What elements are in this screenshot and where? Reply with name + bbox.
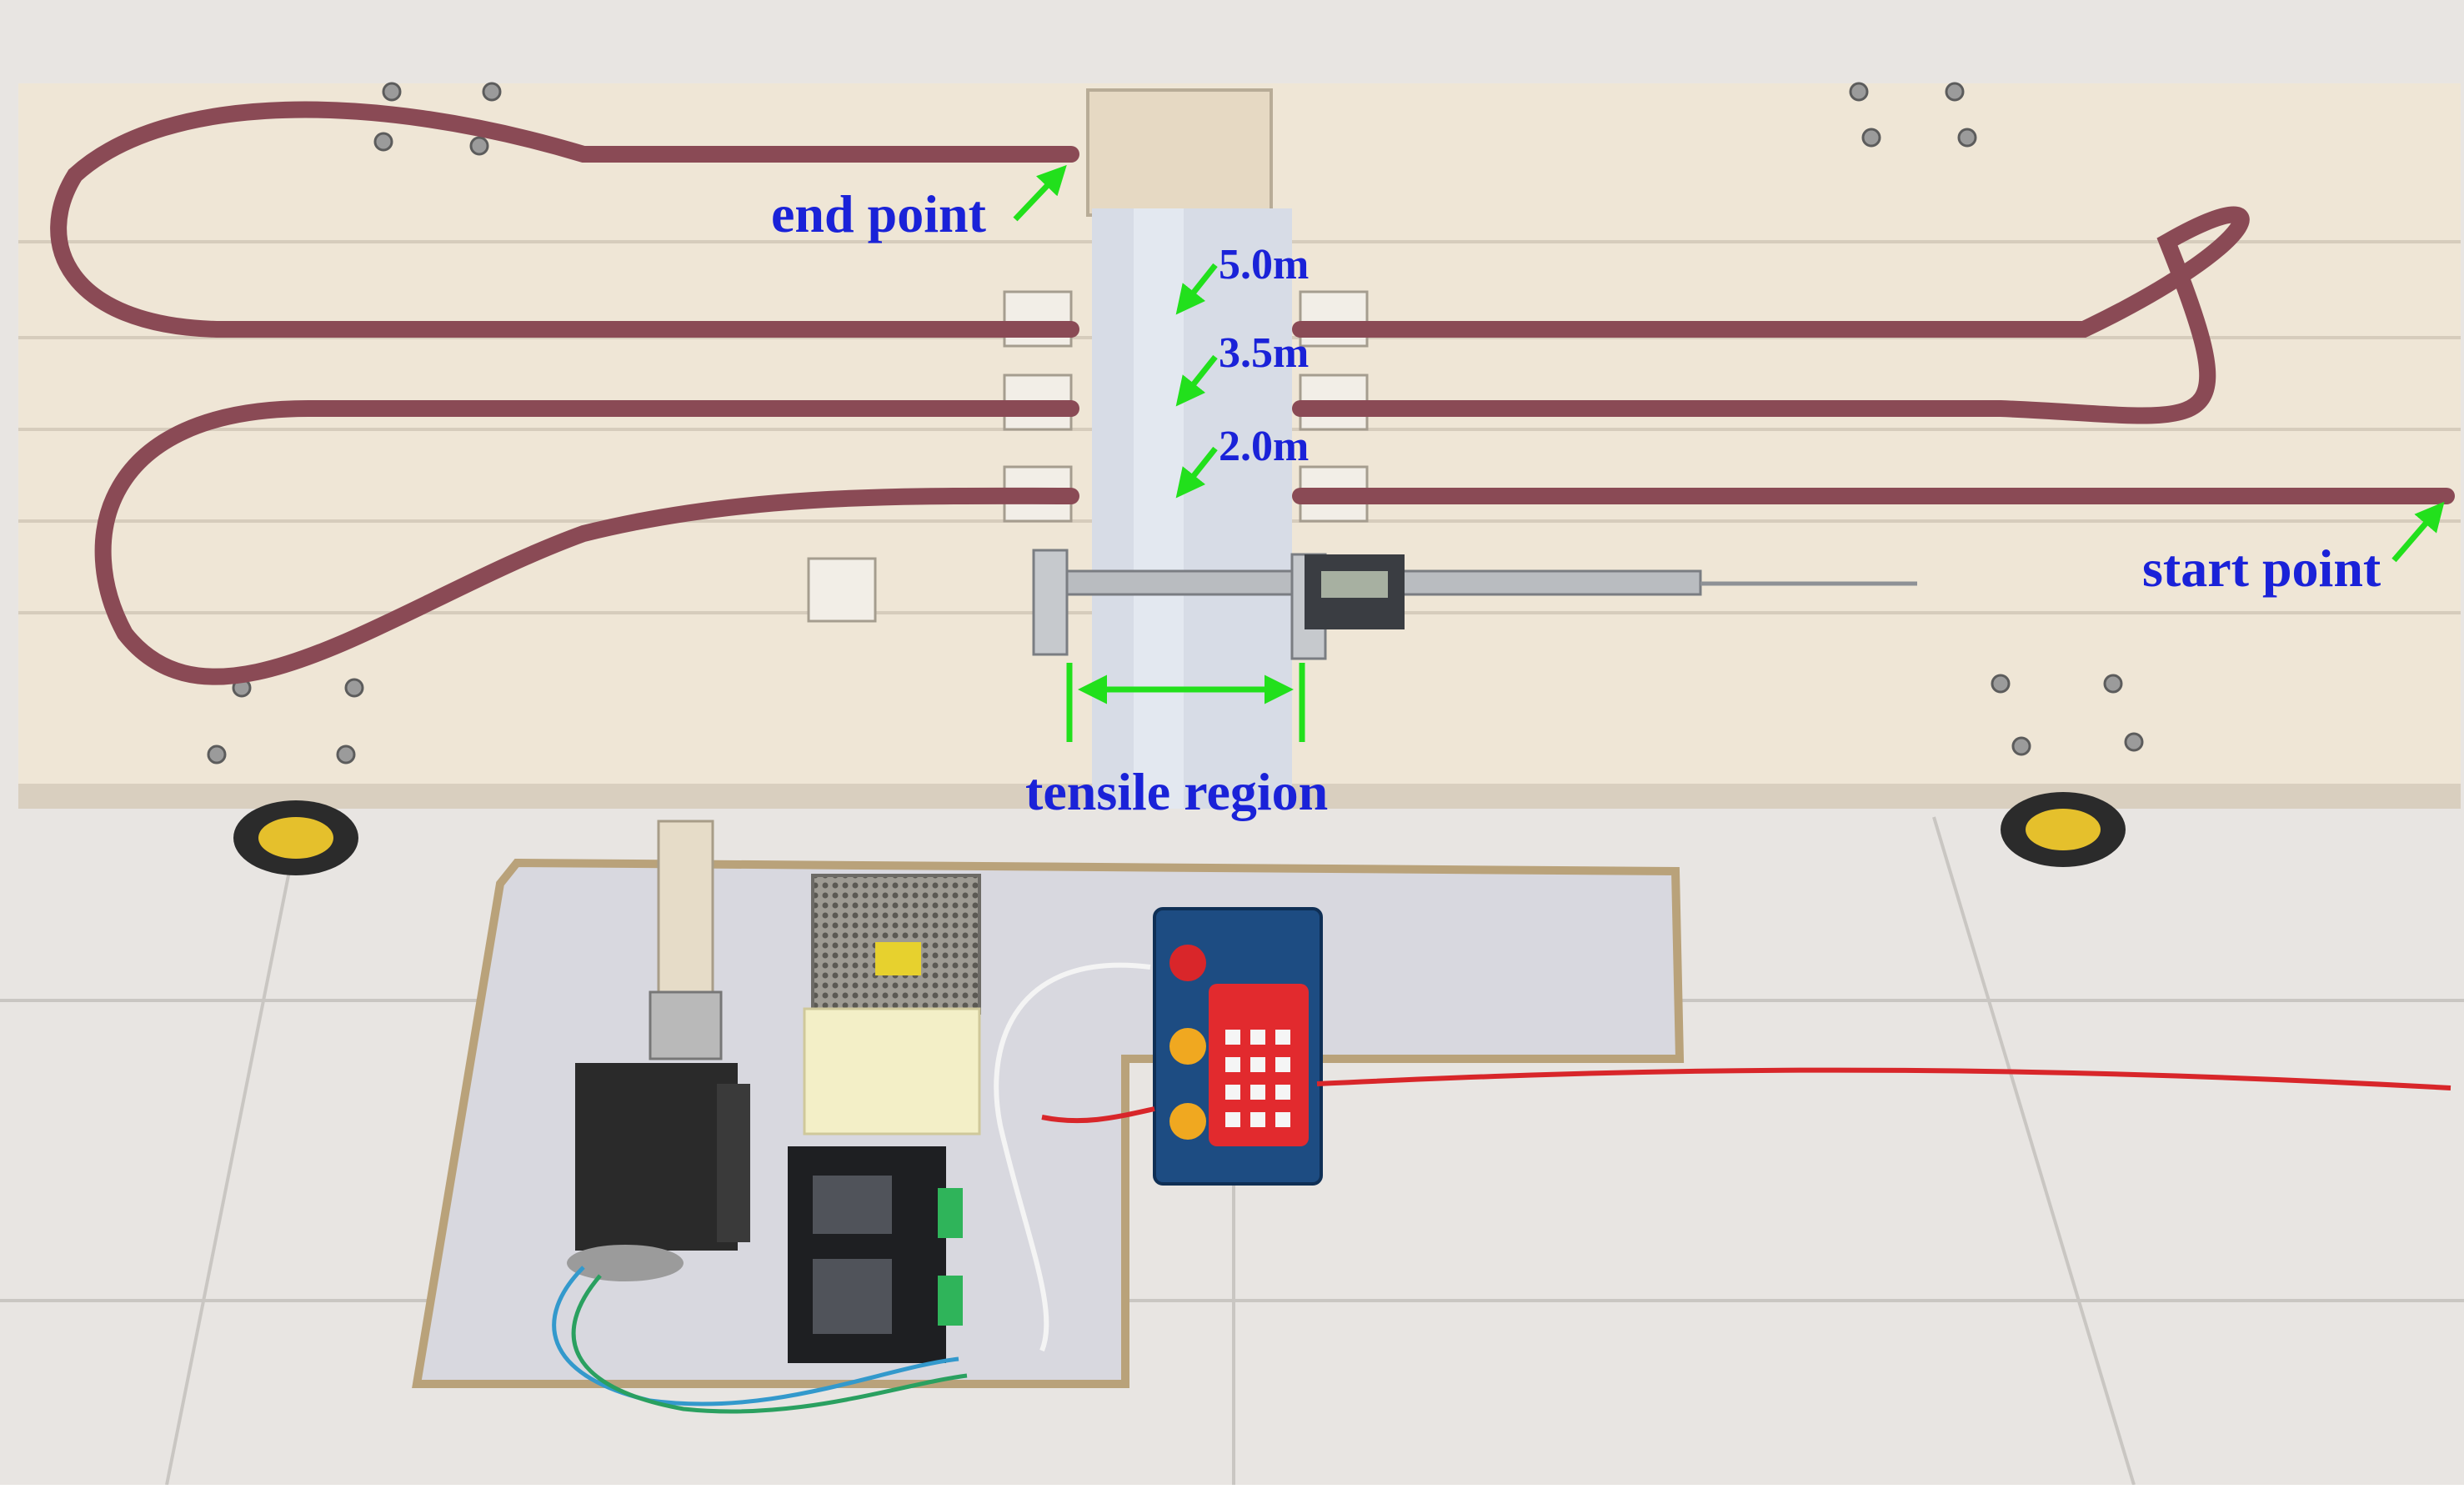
caliper: [1032, 549, 1917, 660]
motor-driver: [788, 1146, 963, 1363]
marker-5m-arrow-icon: [1175, 263, 1218, 315]
start-point-arrow-icon: [2391, 501, 2445, 563]
white-cable: [994, 962, 1151, 1352]
annotation-arrows: [1013, 164, 2445, 742]
marker-2m-arrow-icon: [1175, 446, 1218, 499]
marker-35m-arrow-icon: [1175, 354, 1218, 407]
start-point-label: start point: [2142, 539, 2381, 598]
red-wire-2: [1041, 1106, 1155, 1124]
controller-box: [1153, 907, 1323, 1186]
length-3-5m-label: 3.5m: [1219, 329, 1310, 377]
power-supply: [803, 874, 981, 1136]
test-tube: [50, 101, 2455, 685]
tensile-film-highlight: [1134, 208, 1184, 809]
base-board: [412, 858, 1685, 1388]
length-5m-label: 5.0m: [1219, 241, 1310, 288]
motor-wires-blue: [552, 1266, 959, 1406]
motor-wires-green: [571, 1274, 968, 1414]
tensile-region-label: tensile region: [1025, 762, 1329, 821]
stepper-motor: [567, 820, 750, 1281]
wheels: [233, 792, 2126, 875]
red-wire: [1316, 1067, 2451, 1090]
end-point-label: end point: [771, 184, 986, 243]
length-2m-label: 2.0m: [1219, 423, 1310, 470]
end-point-arrow-icon: [1013, 164, 1067, 222]
end-block: [1086, 88, 1273, 217]
